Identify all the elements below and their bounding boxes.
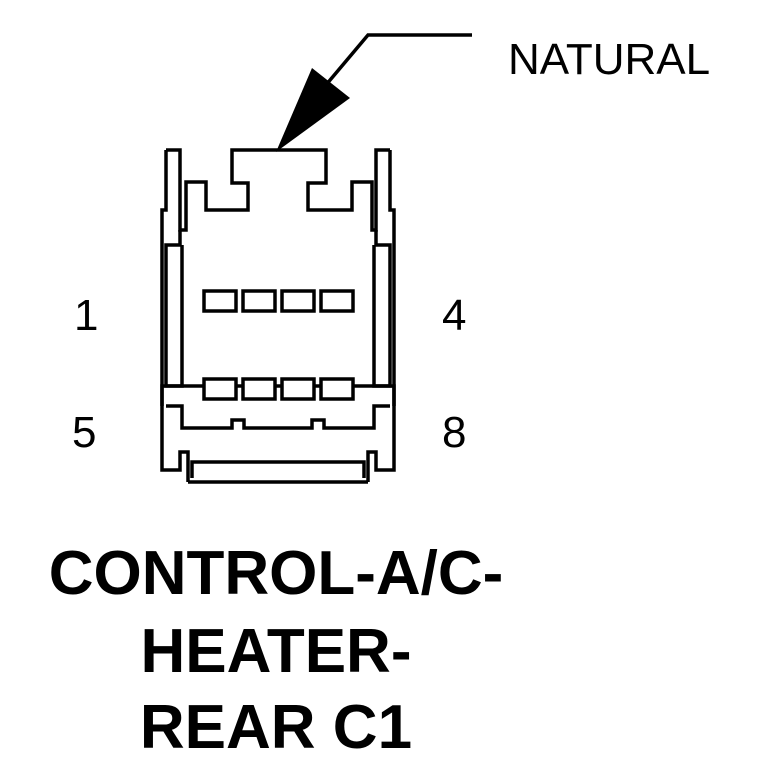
cavity-row-top xyxy=(202,289,355,313)
cavity-2 xyxy=(241,289,277,313)
callout-leader xyxy=(276,33,472,152)
cavity-6 xyxy=(241,377,277,401)
cavity-5 xyxy=(202,377,238,401)
cavity-1 xyxy=(202,289,238,313)
pin-label-1: 1 xyxy=(74,291,98,340)
title-line-3: REAR C1 xyxy=(140,693,412,762)
cavity-row-bottom xyxy=(202,377,355,401)
housing-right-wall xyxy=(366,150,396,482)
pin-label-8: 8 xyxy=(442,408,466,457)
housing-bottom-ledge xyxy=(160,384,396,406)
pin-label-4: 4 xyxy=(442,291,466,340)
cavity-7 xyxy=(280,377,316,401)
title-line-2: HEATER- xyxy=(141,617,412,686)
cavity-8 xyxy=(319,377,355,401)
housing-outer-outline xyxy=(166,148,390,232)
cavity-3 xyxy=(280,289,316,313)
leader-arrowhead xyxy=(276,68,350,152)
connector-body xyxy=(160,148,396,484)
pin-label-5: 5 xyxy=(72,408,96,457)
housing-right-inner-wall xyxy=(372,230,392,388)
housing-left-inner-wall xyxy=(164,230,184,388)
leader-line xyxy=(318,33,472,94)
housing-bottom-tab-inner xyxy=(190,460,366,478)
housing-bottom-frame xyxy=(166,404,390,430)
cavity-4 xyxy=(319,289,355,313)
housing-left-wall xyxy=(160,150,190,482)
title-line-1: CONTROL-A/C- xyxy=(49,539,504,608)
callout-label: NATURAL xyxy=(508,35,710,84)
